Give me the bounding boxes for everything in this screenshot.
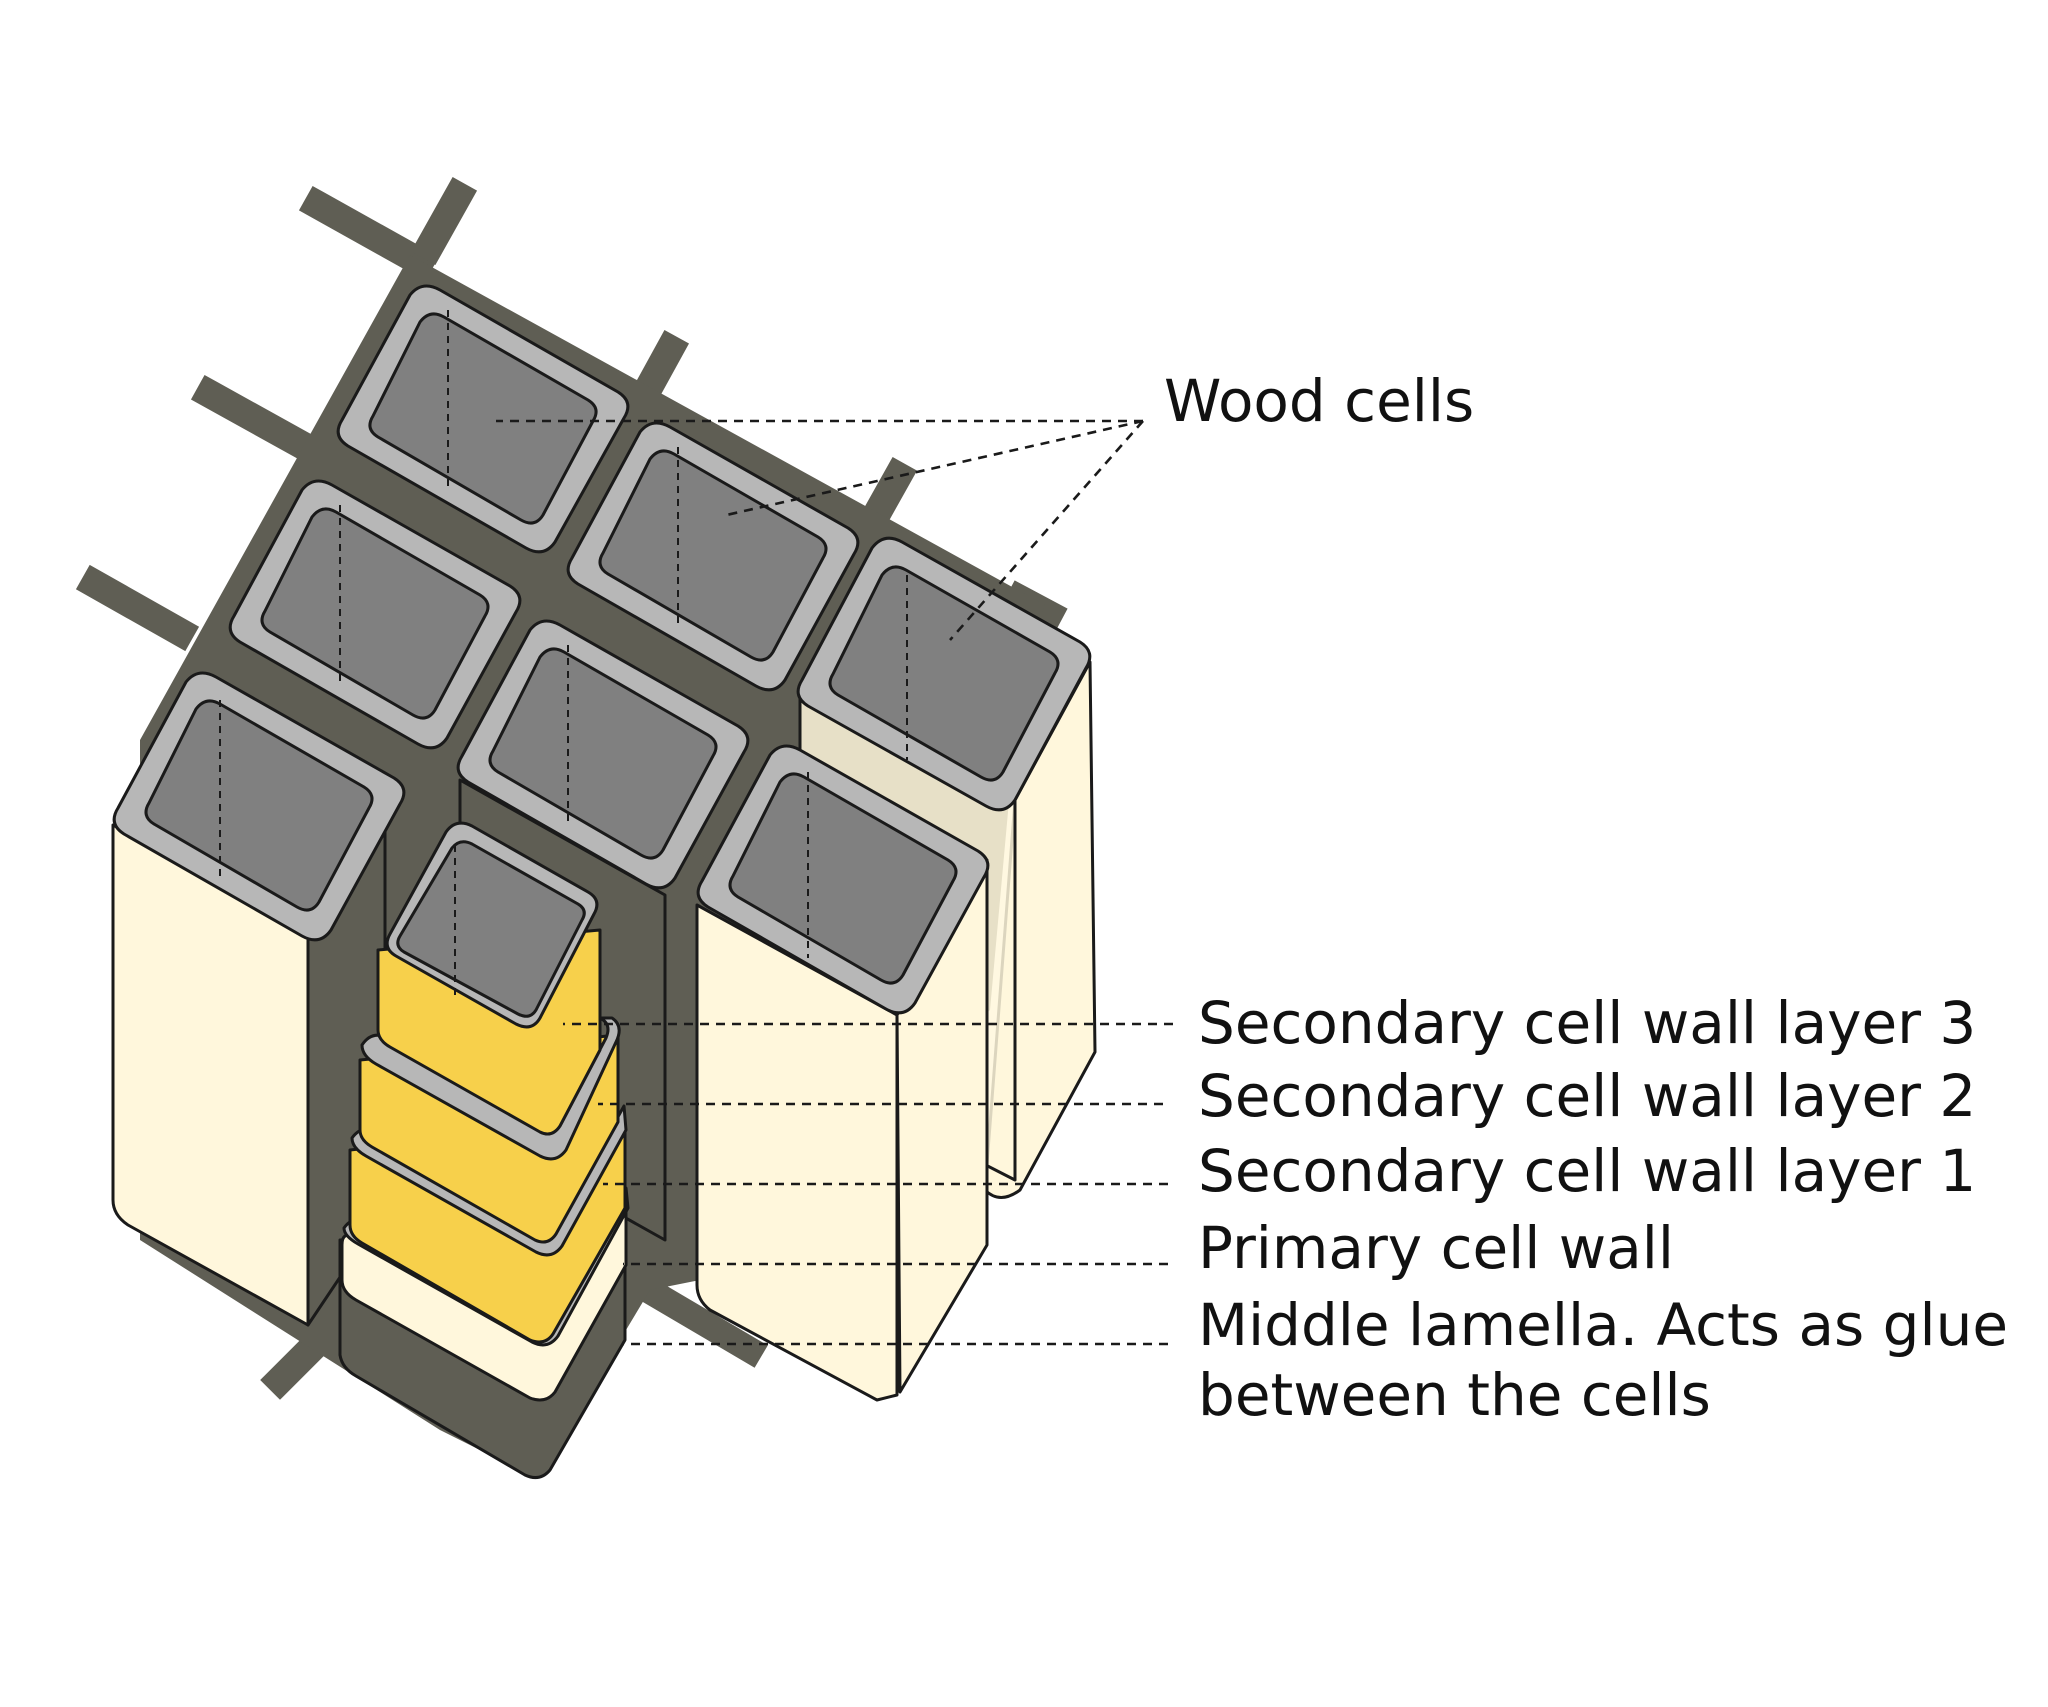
- matrix-arm: [410, 176, 478, 266]
- label-middle-lamella-line1: Middle lamella. Acts as glue: [1198, 1291, 2008, 1359]
- label-wood-cells: Wood cells: [1164, 367, 1474, 435]
- cell-lumen: [260, 507, 490, 720]
- matrix-arm: [298, 185, 440, 282]
- cell-lumen: [368, 312, 598, 525]
- matrix-arm: [630, 1272, 768, 1368]
- cell-lumen: [396, 840, 586, 1018]
- label-primary-wall: Primary cell wall: [1198, 1214, 1674, 1282]
- matrix-arm: [190, 374, 320, 464]
- wood-cell-tube: [695, 744, 990, 1402]
- layered-cell-cutaway: [338, 821, 630, 1480]
- label-middle-lamella-line2: between the cells: [1198, 1361, 1711, 1429]
- cell-lumen: [598, 449, 828, 662]
- cell-lumen: [728, 772, 958, 985]
- cell-lumen: [144, 699, 374, 912]
- leader-lines: [496, 419, 1173, 1346]
- matrix-arm: [75, 564, 200, 652]
- labels: Wood cells Secondary cell wall layer 3 S…: [1164, 367, 2008, 1429]
- label-secondary-layer-3: Secondary cell wall layer 3: [1198, 989, 1976, 1057]
- cell-wall-face: [111, 823, 310, 1327]
- cell-wall-face: [695, 903, 899, 1402]
- label-secondary-layer-1: Secondary cell wall layer 1: [1198, 1137, 1976, 1205]
- wood-cells-leader: [949, 420, 1144, 641]
- cell-lumen: [828, 565, 1060, 782]
- cell-lumen: [488, 647, 718, 860]
- wood-cells-leader: [721, 419, 1144, 518]
- label-secondary-layer-2: Secondary cell wall layer 2: [1198, 1062, 1976, 1130]
